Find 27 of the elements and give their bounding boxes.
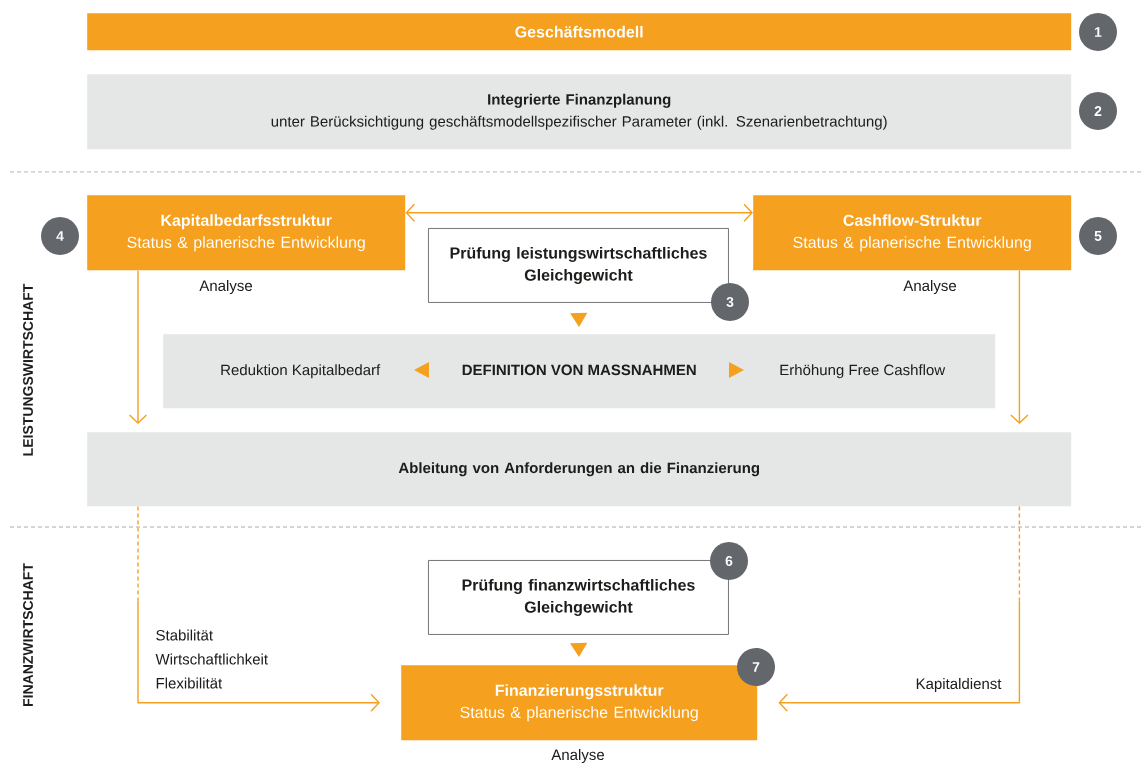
- arrow: [778, 505, 1021, 712]
- analysis-label: Analyse: [551, 749, 604, 763]
- measures-band: Reduktion Kapitalbedarf DEFINITION VON MASSNAHMEN Erhöhung Free Cashflow: [163, 334, 996, 409]
- number-badge: 3: [711, 283, 749, 321]
- number-badge: 5: [1079, 217, 1117, 255]
- section-label: FINANZWIRTSCHAFT: [23, 563, 33, 706]
- arrow: [128, 269, 148, 424]
- arrow: [137, 505, 380, 712]
- arrow: [570, 312, 588, 327]
- arrow: [570, 642, 588, 657]
- number-badge: 4: [41, 217, 79, 255]
- number-badge: 2: [1079, 92, 1117, 130]
- section-label: LEISTUNGSWIRTSCHAFT: [23, 283, 33, 456]
- number-badge: 1: [1079, 13, 1117, 51]
- process-box: Geschäftsmodell: [87, 13, 1072, 51]
- process-band: Integrierte Finanzplanung unter Berücksichtigung geschäftsmodellspezifischer Parameter (inkl. Szenarienbetrachtung): [87, 74, 1072, 150]
- analysis-label: Analyse: [199, 280, 252, 294]
- analysis-label: Analyse: [903, 280, 956, 294]
- number-badge: 6: [710, 542, 748, 580]
- process-band: Ableitung von Anforderungen an die Finanzierung: [87, 432, 1072, 507]
- edge-label: Kapitaldienst: [916, 678, 1002, 692]
- arrow: [405, 203, 753, 222]
- process-box: Kapitalbedarfsstruktur Status & planerische Entwicklung: [87, 195, 406, 271]
- edge-label: Stabilität Wirtschaftlichkeit Flexibilität: [155, 629, 268, 689]
- number-badge: 7: [737, 648, 775, 686]
- process-box: Cashflow-Struktur Status & planerische Entwicklung: [753, 195, 1072, 271]
- arrow: [1010, 269, 1029, 424]
